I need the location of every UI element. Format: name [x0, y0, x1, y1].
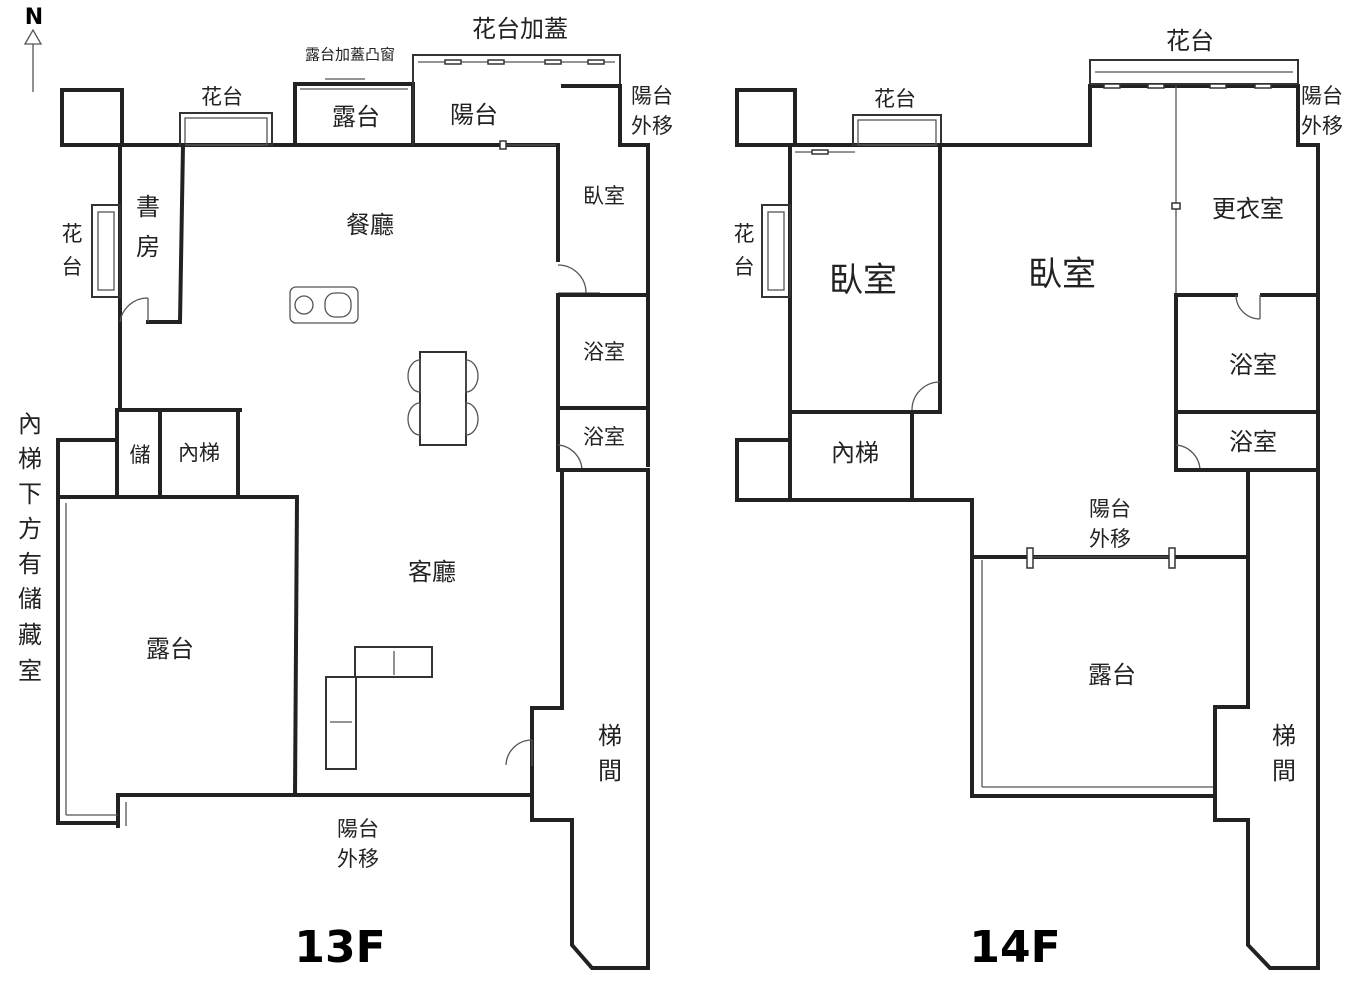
north-label: N	[25, 5, 43, 30]
label-13f-planter-west-2: 台	[62, 255, 83, 279]
floor-title-13f: 13F	[294, 922, 385, 973]
label-13f-planter-north: 花台	[201, 85, 243, 109]
label-14f-stairwell: 梯	[1272, 722, 1296, 750]
label-14f-terrace: 露台	[1088, 661, 1136, 689]
note-char: 有	[18, 550, 42, 578]
label-13f-stairwell: 梯	[598, 722, 622, 750]
label-13f-bath-1: 浴室	[583, 340, 625, 364]
label-13f-terrace-north: 露台	[332, 103, 380, 131]
label-14f-balcony-moved: 陽台	[1089, 497, 1131, 521]
label-14f-balcony-moved-2: 外移	[1089, 527, 1131, 551]
label-13f-bedroom: 臥室	[583, 184, 625, 208]
label-13f-inner-stair: 內梯	[178, 441, 220, 465]
floor-13f-plan: 花台加蓋 露台加蓋凸窗 花台 露台 陽台 陽台 外移 臥室 書 房 花 台 餐廳…	[18, 15, 673, 973]
north-arrow-icon	[23, 28, 43, 45]
label-13f-balcony-moved-ne-2: 外移	[631, 114, 673, 138]
note-char: 藏	[18, 621, 42, 649]
label-14f-bedroom-main: 臥室	[1028, 255, 1096, 295]
floor-title-14f: 14F	[969, 922, 1060, 973]
label-14f-bath-1: 浴室	[1229, 351, 1277, 379]
label-13f-balcony-moved-south: 陽台	[337, 817, 379, 841]
label-13f-balcony-north: 陽台	[450, 101, 498, 129]
label-13f-stairwell-2: 間	[598, 757, 622, 785]
note-char: 梯	[18, 445, 42, 473]
label-14f-bedroom-west: 臥室	[829, 261, 897, 301]
note-char: 下	[18, 480, 42, 508]
label-13f-study-2: 房	[136, 233, 160, 261]
north-compass: N	[23, 5, 43, 92]
label-13f-balcony-moved-south-2: 外移	[337, 847, 379, 871]
note-char: 儲	[18, 585, 42, 613]
label-14f-planter-west-2: 台	[734, 255, 755, 279]
label-13f-dining: 餐廳	[346, 211, 394, 239]
note-char: 內	[18, 410, 42, 438]
label-14f-planter-north-2: 花台	[1166, 27, 1214, 55]
label-14f-stairwell-2: 間	[1272, 757, 1296, 785]
label-13f-storage: 儲	[130, 443, 151, 467]
note-char: 方	[18, 515, 42, 543]
label-14f-balcony-moved-ne: 陽台	[1301, 84, 1343, 108]
storage-note-vertical: 內 梯 下 方 有 儲 藏 室	[18, 410, 42, 685]
label-14f-planter-north-1: 花台	[874, 87, 916, 111]
label-13f-living: 客廳	[408, 558, 456, 586]
label-13f-planter-addon: 花台加蓋	[472, 15, 568, 43]
label-14f-bath-2: 浴室	[1229, 428, 1277, 456]
note-char: 室	[18, 657, 42, 685]
label-14f-planter-west: 花	[734, 222, 755, 246]
label-14f-inner-stair: 內梯	[831, 439, 879, 467]
label-13f-planter-west: 花	[62, 222, 83, 246]
label-14f-closet: 更衣室	[1212, 195, 1284, 223]
floor-14f-plan: 花台 花台 陽台 外移 花 台 臥室 臥室 更衣室 浴室 浴室 內梯 陽台 外移…	[734, 27, 1344, 973]
label-14f-balcony-moved-ne-2: 外移	[1301, 114, 1343, 138]
label-13f-terrace-bay: 露台加蓋凸窗	[305, 46, 395, 64]
label-13f-terrace-west: 露台	[146, 635, 194, 663]
label-13f-bath-2: 浴室	[583, 425, 625, 449]
label-13f-study: 書	[136, 193, 160, 221]
label-13f-balcony-moved-ne: 陽台	[631, 84, 673, 108]
